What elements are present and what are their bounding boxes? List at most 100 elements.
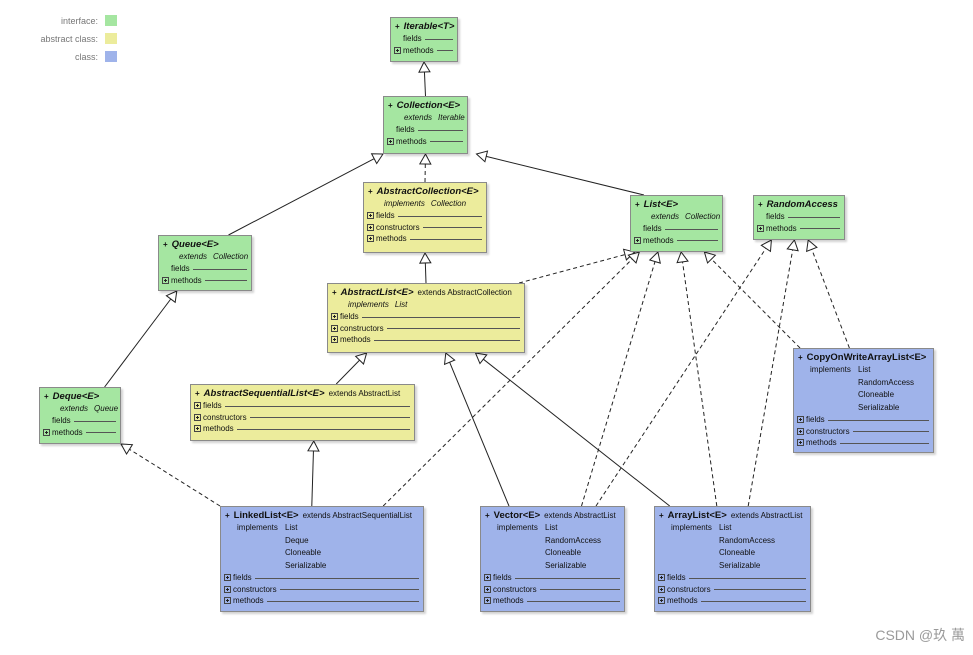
expand-icon[interactable] (194, 413, 201, 421)
implemented-interface: Cloneable (858, 390, 895, 399)
expand-icon[interactable] (224, 585, 231, 593)
section-constructors[interactable]: constructors (481, 584, 624, 596)
expand-icon[interactable] (658, 597, 665, 605)
section-label: constructors (203, 412, 247, 422)
node-title: +LinkedList<E>extends AbstractSequential… (221, 507, 423, 522)
node-title: +CopyOnWriteArrayList<E> (794, 349, 933, 364)
expand-icon[interactable] (194, 402, 201, 410)
section-constructors[interactable]: constructors (191, 412, 414, 424)
arrowhead-abscoll-to-collection (418, 152, 432, 165)
section-label: fields (203, 401, 222, 410)
section-constructors[interactable]: constructors (364, 222, 486, 234)
extends-text: extends AbstractList (328, 389, 401, 398)
node-linked-list[interactable]: +LinkedList<E>extends AbstractSequential… (220, 506, 424, 612)
extends-text: extends AbstractCollection (417, 288, 512, 297)
expand-icon[interactable] (162, 276, 169, 284)
section-methods[interactable]: methods (481, 595, 624, 607)
section-methods[interactable]: methods (794, 437, 933, 449)
expand-icon[interactable] (394, 46, 401, 54)
expand-icon[interactable] (797, 427, 804, 435)
section-fields[interactable]: fields (384, 124, 467, 136)
section-methods[interactable]: methods (384, 136, 467, 148)
expand-icon[interactable] (194, 425, 201, 433)
section-methods[interactable]: methods (655, 595, 810, 607)
section-constructors[interactable]: constructors (328, 323, 524, 335)
expand-icon[interactable] (224, 574, 231, 582)
section-fields[interactable]: fields (221, 572, 423, 584)
expand-icon[interactable] (43, 428, 50, 436)
expand-icon[interactable] (757, 224, 764, 232)
expand-icon[interactable] (387, 137, 394, 145)
expand-icon[interactable] (224, 597, 231, 605)
relation-keyword: extends (179, 252, 208, 261)
section-methods[interactable]: methods (221, 595, 423, 607)
section-label: fields (396, 125, 415, 134)
section-constructors[interactable]: constructors (655, 584, 810, 596)
section-constructors[interactable]: constructors (221, 584, 423, 596)
section-fields[interactable]: fields (191, 400, 414, 412)
section-fields[interactable]: fields (481, 572, 624, 584)
node-abstract-sequential-list[interactable]: +AbstractSequentialList<E>extends Abstra… (190, 384, 415, 441)
expand-icon[interactable] (484, 585, 491, 593)
relation-target: Collection (430, 199, 467, 208)
implemented-interface: List (719, 523, 732, 532)
section-divider (688, 577, 806, 579)
edge-linkedlist-to-list (382, 258, 633, 507)
section-fields[interactable]: fields (655, 572, 810, 584)
edge-collection-to-iterable (423, 71, 426, 97)
node-abstract-list[interactable]: +AbstractList<E>extends AbstractCollecti… (327, 283, 525, 353)
section-methods[interactable]: methods (328, 334, 524, 346)
edge-arraylist-to-randomaccess (747, 249, 794, 507)
expand-icon[interactable] (484, 574, 491, 582)
section-methods[interactable]: methods (191, 423, 414, 435)
relation-keyword: extends (60, 404, 89, 413)
node-title: +ArrayList<E>extends AbstractList (655, 507, 810, 522)
expand-icon[interactable] (797, 439, 804, 447)
section-methods[interactable]: methods (159, 275, 251, 287)
expand-icon[interactable] (367, 223, 374, 231)
expand-icon[interactable] (634, 236, 641, 244)
section-fields[interactable]: fields (391, 33, 457, 45)
section-fields[interactable]: fields (328, 311, 524, 323)
section-methods[interactable]: methods (40, 427, 120, 439)
expand-icon[interactable] (658, 585, 665, 593)
expand-icon[interactable] (797, 416, 804, 424)
section-fields[interactable]: fields (631, 223, 722, 235)
section-methods[interactable]: methods (364, 233, 486, 245)
expand-icon[interactable] (367, 235, 374, 243)
section-fields[interactable]: fields (754, 211, 844, 223)
section-fields[interactable]: fields (364, 210, 486, 222)
section-fields[interactable]: fields (794, 414, 933, 426)
expand-icon[interactable] (658, 574, 665, 582)
section-fields[interactable]: fields (40, 415, 120, 427)
section-divider (799, 228, 840, 230)
expand-icon[interactable] (484, 597, 491, 605)
expand-icon[interactable] (367, 212, 374, 220)
section-constructors[interactable]: constructors (794, 426, 933, 438)
section-methods[interactable]: methods (391, 45, 457, 57)
implements-keyword: implements (497, 523, 538, 532)
expand-icon[interactable] (331, 336, 338, 344)
section-methods[interactable]: methods (754, 223, 844, 235)
section-methods[interactable]: methods (631, 235, 722, 247)
implemented-interface: Cloneable (545, 548, 582, 557)
expand-icon[interactable] (331, 324, 338, 332)
legend-label-interface: interface: (60, 16, 98, 26)
expand-icon[interactable] (331, 313, 338, 321)
node-name: AbstractCollection<E> (376, 186, 479, 197)
section-fields[interactable]: fields (159, 263, 251, 275)
section-label: fields (233, 573, 252, 582)
edge-queue-to-collection (228, 158, 375, 236)
